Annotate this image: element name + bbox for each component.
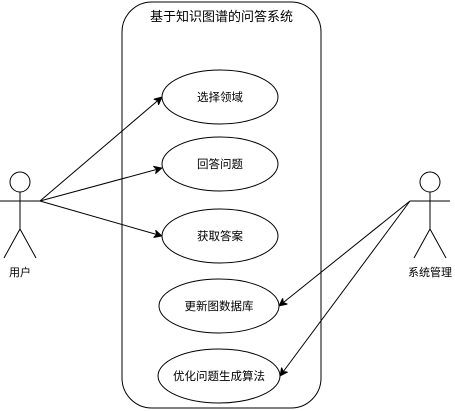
actor-admin[interactable]: 系统管理 xyxy=(408,171,452,279)
use-case-update-graph-db[interactable]: 更新图数据库 xyxy=(158,278,280,334)
association-admin-update-graph-db xyxy=(279,200,411,306)
use-case-get-answer-label: 获取答案 xyxy=(197,229,243,243)
use-case-answer-question-label: 回答问题 xyxy=(197,157,243,171)
use-case-select-domain-label: 选择领域 xyxy=(197,90,243,104)
association-admin-optimize-question-generation xyxy=(280,200,411,376)
system-title: 基于知识图谱的问答系统 xyxy=(150,9,293,25)
system-boundary-rect xyxy=(121,1,322,409)
system-boundary: 基于知识图谱的问答系统 xyxy=(121,1,322,409)
use-case-select-domain[interactable]: 选择领域 xyxy=(161,69,279,125)
actor-user-left-leg xyxy=(3,228,21,259)
actor-admin-label: 系统管理 xyxy=(408,265,452,279)
actor-user-label: 用户 xyxy=(9,265,31,279)
actor-user-head xyxy=(9,171,31,193)
use-case-answer-question[interactable]: 回答问题 xyxy=(161,136,279,192)
use-case-answer-question-ellipse xyxy=(161,136,279,192)
actor-user-right-leg xyxy=(19,228,37,259)
actor-admin-head xyxy=(419,171,441,193)
association-user-answer-question xyxy=(39,168,162,202)
use-case-optimize-question-generation-label: 优化问题生成算法 xyxy=(173,369,265,383)
use-case-optimize-question-generation[interactable]: 优化问题生成算法 xyxy=(157,348,281,404)
use-case-get-answer[interactable]: 获取答案 xyxy=(161,208,279,264)
actor-admin-left-leg xyxy=(413,228,431,259)
actor-admin-right-leg xyxy=(429,228,447,259)
associations xyxy=(39,97,411,376)
association-user-select-domain xyxy=(39,97,162,202)
association-user-get-answer xyxy=(39,200,162,236)
use-case-update-graph-db-label: 更新图数据库 xyxy=(185,299,254,313)
actor-user[interactable]: 用户 xyxy=(0,171,40,279)
